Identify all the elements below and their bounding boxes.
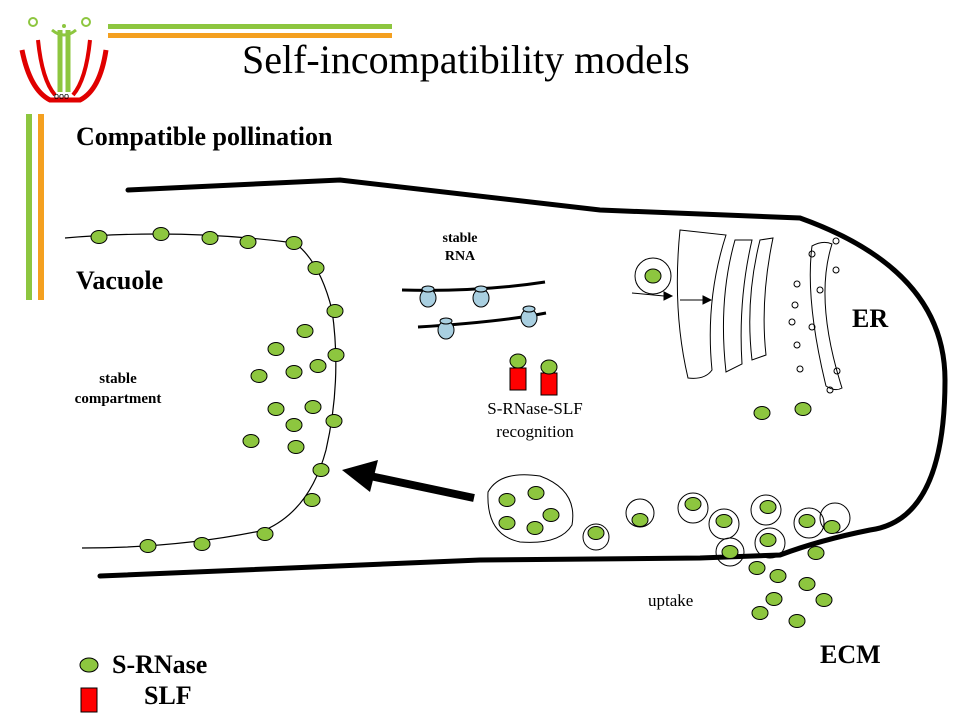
vacuole-membrane: [64, 233, 337, 549]
accent-bar-green: [108, 24, 392, 29]
stable-rna-line-1: stable: [442, 231, 478, 246]
cell-membrane: [97, 177, 948, 579]
er-label: ER: [852, 304, 889, 333]
legend-s-rnase-label: S-RNase: [112, 650, 208, 679]
svg-text:ooo: ooo: [54, 91, 69, 101]
accent-bar-orange: [108, 33, 392, 38]
er-cisternae: [676, 229, 843, 391]
side-bar-green: [26, 114, 32, 300]
stable-rna-line-2: RNA: [444, 249, 476, 265]
uptake-label: uptake: [648, 591, 694, 610]
stable-rna-strands: [401, 280, 547, 340]
recognition-complex: [509, 353, 558, 396]
s-rnase-molecules: [90, 227, 841, 628]
flower-logo-icon: ooo: [19, 17, 109, 103]
diagram-subtitle: Compatible pollination: [76, 122, 333, 151]
stable-compartment-line-2: compartment: [74, 390, 162, 407]
endosome: [487, 474, 574, 543]
recognition-label: S-RNase-SLF recognition: [460, 398, 610, 444]
recognition-line-2: recognition: [496, 421, 574, 441]
side-bar-orange: [38, 114, 44, 300]
stable-rna-label: stable RNA: [420, 230, 500, 266]
vacuole-label: Vacuole: [76, 266, 164, 295]
er-ribosomes: [788, 237, 841, 394]
legend-slf-icon: [80, 687, 98, 713]
stable-compartment-line-1: stable: [99, 371, 137, 387]
uptake-vesicles: [582, 492, 851, 567]
legend-s-rnase-icon: [79, 657, 99, 673]
transport-arrow-large: [342, 460, 475, 502]
transport-arrows: [631, 291, 713, 305]
page-title: Self-incompatibility models: [242, 37, 690, 82]
ecm-label: ECM: [820, 640, 881, 669]
stable-compartment-label: stable compartment: [48, 370, 188, 409]
recognition-line-1: S-RNase-SLF: [487, 399, 583, 418]
legend-slf-label: SLF: [144, 681, 192, 710]
